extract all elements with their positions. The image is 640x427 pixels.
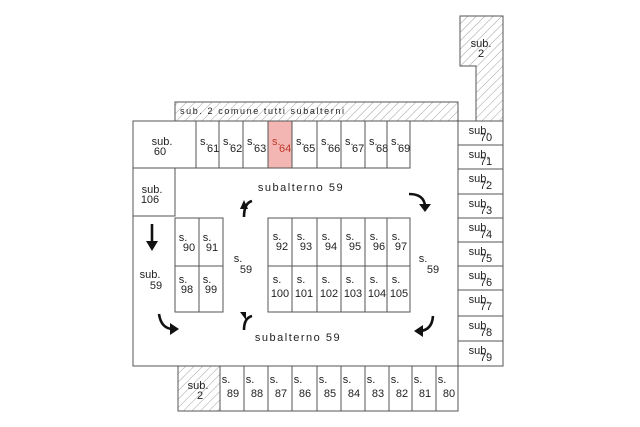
label-sub106: sub.106 [141, 184, 163, 206]
label-right-4: sub.73 [469, 198, 493, 217]
arrow-down-left [146, 224, 158, 251]
arrow-curve-bottom-left [157, 313, 179, 335]
label-bottom-9: s.81 [414, 374, 431, 400]
label-right-7: sub.76 [469, 270, 493, 289]
sub2-tower-label: sub.2 [471, 38, 492, 60]
arrow-curve-right-bottom [414, 315, 435, 337]
label-right-6: sub.75 [469, 246, 493, 265]
label-top-3: s.63 [247, 136, 266, 155]
label-right-8: sub.77 [469, 294, 493, 313]
label-top-2: s.62 [223, 136, 242, 155]
label-top-7: s.67 [345, 136, 364, 155]
cell-top-9 [386, 120, 411, 169]
cell-sub2-bottom [177, 365, 221, 412]
arrow-curve-right-bottom-head [414, 325, 423, 337]
arrow-curve-top-left-head [240, 200, 248, 209]
label-top-9: s.69 [391, 136, 410, 155]
label-99: s.99 [203, 274, 217, 296]
cell-right-10 [457, 340, 504, 367]
label-center-bottom-3: s.102 [320, 274, 338, 300]
cell-99 [198, 265, 224, 313]
label-bottom-10: s.80 [438, 374, 455, 400]
label-top-5: s.65 [296, 136, 315, 155]
label-right-5: sub.74 [469, 222, 493, 241]
label-center-bottom-5: s.104 [368, 274, 386, 300]
label-center-top-6: s.97 [392, 231, 407, 253]
label-center-bottom-2: s.101 [295, 274, 313, 300]
label-bottom-5: s.85 [319, 374, 336, 400]
label-s59-left: s.59 [234, 253, 252, 276]
label-bottom-8: s.82 [391, 374, 408, 400]
arrow-curve-bottom-mid-head [240, 312, 246, 320]
label-top-8: s.68 [369, 136, 388, 155]
label-90: s.90 [179, 232, 195, 254]
cell-sub106 [132, 167, 176, 217]
arrow-curve-bottom-left-head [170, 323, 179, 335]
label-right-3: sub.72 [469, 173, 493, 192]
label-right-1: sub.70 [469, 125, 493, 144]
label-bottom-6: s.84 [343, 374, 360, 400]
label-top-6: s.66 [321, 136, 340, 155]
arrow-down-left-head [146, 241, 158, 251]
label-sub59-left: sub.59 [140, 269, 163, 292]
label-center-top-5: s.96 [370, 231, 385, 253]
label-right-9: sub.78 [469, 320, 493, 339]
label-91: s.91 [203, 232, 218, 254]
label-bottom-7: s.83 [367, 374, 384, 400]
arrow-curve-bottom-mid [240, 312, 253, 331]
label-bottom-2: s.88 [246, 374, 263, 400]
label-center-top-1: s.92 [273, 231, 288, 253]
label-right-2: sub.71 [469, 149, 493, 168]
cell-bottom-10 [435, 365, 459, 412]
label-bottom-1: s.89 [222, 374, 239, 400]
label-subalterno-top: subalterno 59 [258, 182, 344, 194]
arrow-curve-top-right-head [419, 204, 431, 212]
label-subalterno-bottom: subalterno 59 [255, 332, 341, 344]
label-s59-right: s.59 [419, 253, 439, 276]
arrow-curve-top-right [408, 192, 431, 212]
label-center-bottom-4: s.103 [344, 274, 362, 300]
sub2-tower [459, 15, 504, 122]
arrow-curve-top-left [240, 199, 253, 218]
label-right-10: sub.79 [469, 345, 493, 364]
label-center-bottom-1: s.100 [271, 274, 289, 300]
label-sub60: sub.60 [152, 136, 173, 158]
label-center-top-4: s.95 [346, 231, 361, 253]
label-sub2-bottom: sub.2 [188, 380, 209, 402]
label-center-top-3: s.94 [322, 231, 337, 253]
label-top-4: s.64 [272, 136, 291, 155]
arrow-curve-bottom-mid-shaft [242, 314, 253, 331]
cell-center-bottom-6 [386, 265, 411, 313]
label-98: s.98 [179, 274, 193, 296]
label-center-top-2: s.93 [297, 231, 312, 253]
label-center-bottom-6: s.105 [390, 274, 408, 300]
label-top-1: s.61 [200, 136, 219, 155]
label-bottom-3: s.87 [270, 374, 287, 400]
label-bottom-4: s.86 [294, 374, 311, 400]
common-band-label: sub. 2 comune tutti subalterni [180, 106, 346, 116]
